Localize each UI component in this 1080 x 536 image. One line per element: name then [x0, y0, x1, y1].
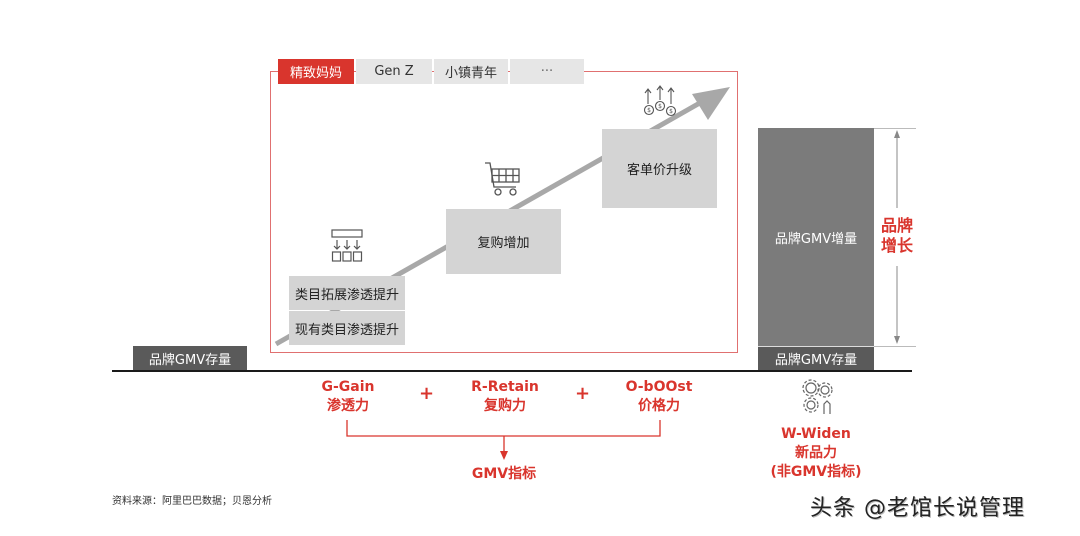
tab-small-town-youth[interactable]: 小镇青年: [434, 59, 508, 84]
category-distribution-icon: [331, 229, 363, 262]
r-retain-label: R-Retain 复购力: [471, 379, 539, 414]
plus-sign: +: [419, 383, 435, 404]
tab-more[interactable]: ···: [510, 59, 584, 84]
gmv-metric-label: GMV指标: [471, 466, 537, 482]
svg-text:$: $: [647, 107, 651, 114]
price-upgrade-box: 客单价升级: [602, 129, 717, 208]
double-arrow-icon: [894, 130, 900, 344]
w-widen-label: W-Widen 新品力 (非GMV指标): [770, 426, 862, 480]
watermark: 头条 @老馆长说管理: [810, 496, 1025, 521]
existing-category-box: 现有类目渗透提升: [289, 311, 405, 345]
bracket-arrow-icon: [346, 420, 661, 460]
segment-tabs: 精致妈妈 Gen Z 小镇青年 ···: [278, 59, 586, 84]
gears-icon: [802, 379, 833, 414]
brand-growth-label: 品牌 增长: [880, 216, 913, 255]
repurchase-box: 复购增加: [446, 209, 561, 274]
gmv-stock-bar: 品牌GMV存量: [758, 346, 874, 370]
tab-gen-z[interactable]: Gen Z: [356, 59, 432, 84]
svg-text:$: $: [669, 108, 673, 115]
category-expansion-box: 类目拓展渗透提升: [289, 276, 405, 310]
left-gmv-stock-bar: 品牌GMV存量: [133, 346, 247, 370]
g-gain-label: G-Gain 渗透力: [321, 379, 375, 414]
source-note: 资料来源：阿里巴巴数据；贝恩分析: [112, 496, 272, 507]
bottom-tick: [874, 346, 916, 347]
gmv-increment-bar: 品牌GMV增量: [758, 128, 874, 346]
top-tick: [874, 128, 916, 129]
tab-refined-moms[interactable]: 精致妈妈: [278, 59, 354, 84]
plus-sign: +: [575, 383, 591, 404]
o-boost-label: O-bOOst 价格力: [625, 379, 693, 414]
shopping-cart-icon: [485, 162, 520, 196]
baseline: [112, 370, 912, 372]
money-rising-icon: $ $ $: [643, 85, 677, 117]
svg-text:$: $: [658, 103, 662, 110]
